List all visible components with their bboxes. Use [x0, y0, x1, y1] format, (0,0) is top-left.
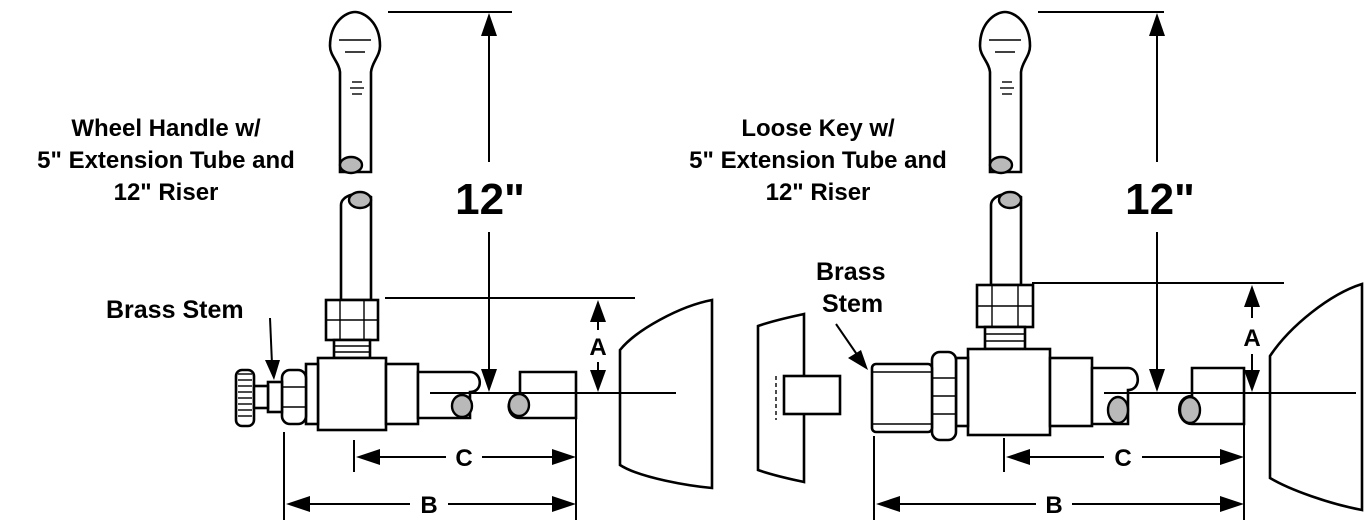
left-dim-c: C	[356, 445, 576, 472]
right-escutcheon	[1268, 282, 1364, 512]
right-title-line-1: Loose Key w/	[741, 115, 895, 142]
left-riser-top	[328, 10, 382, 175]
right-riser-top	[978, 10, 1032, 175]
left-assembly: 12" A C B Bras	[37, 10, 714, 520]
right-stem-leader: Brass Stem	[816, 258, 886, 370]
right-stem-label-line-1: Brass	[816, 258, 886, 286]
right-dim-b-label: B	[1045, 492, 1062, 519]
left-outlet-tube	[416, 370, 578, 420]
left-dim-a-label: A	[589, 334, 606, 361]
left-title-line-3: 12" Riser	[114, 179, 219, 206]
left-title-line-1: Wheel Handle w/	[71, 115, 261, 142]
right-riser-bottom	[989, 190, 1023, 287]
left-stem-label: Brass Stem	[106, 296, 244, 324]
right-dim-c: C	[1006, 445, 1244, 472]
left-height-label: 12"	[455, 175, 525, 224]
right-height-label: 12"	[1125, 175, 1195, 224]
right-title-line-2: 5" Extension Tube and	[689, 147, 947, 174]
left-12in-dimension: 12"	[455, 13, 525, 392]
right-compression-nut	[975, 283, 1035, 351]
right-loose-key-icon	[756, 312, 842, 484]
right-dim-a: A	[1243, 285, 1261, 392]
right-assembly: 12" A C B Bras	[689, 10, 1364, 520]
left-dim-b: B	[286, 492, 576, 519]
right-brass-stem	[870, 362, 934, 434]
left-stem-leader: Brass Stem	[106, 296, 280, 380]
left-dim-c-label: C	[455, 445, 472, 472]
left-title-line-2: 5" Extension Tube and	[37, 147, 295, 174]
right-packing-nut	[930, 350, 958, 442]
left-valve-body	[304, 356, 420, 432]
left-dim-b-label: B	[420, 492, 437, 519]
right-stem-label-line-2: Stem	[822, 290, 883, 318]
right-outlet-tube	[1090, 366, 1246, 426]
right-valve-body	[954, 347, 1094, 437]
left-compression-nut	[324, 298, 380, 360]
left-packing-nut	[266, 368, 308, 426]
right-dim-a-label: A	[1243, 325, 1260, 352]
right-dim-b: B	[876, 492, 1244, 519]
left-dim-a: A	[589, 300, 607, 392]
left-wheel-handle-icon	[234, 368, 270, 428]
right-dim-c-label: C	[1114, 445, 1131, 472]
right-12in-dimension: 12"	[1125, 13, 1195, 392]
left-riser-bottom	[339, 190, 373, 302]
right-title-line-3: 12" Riser	[766, 179, 871, 206]
